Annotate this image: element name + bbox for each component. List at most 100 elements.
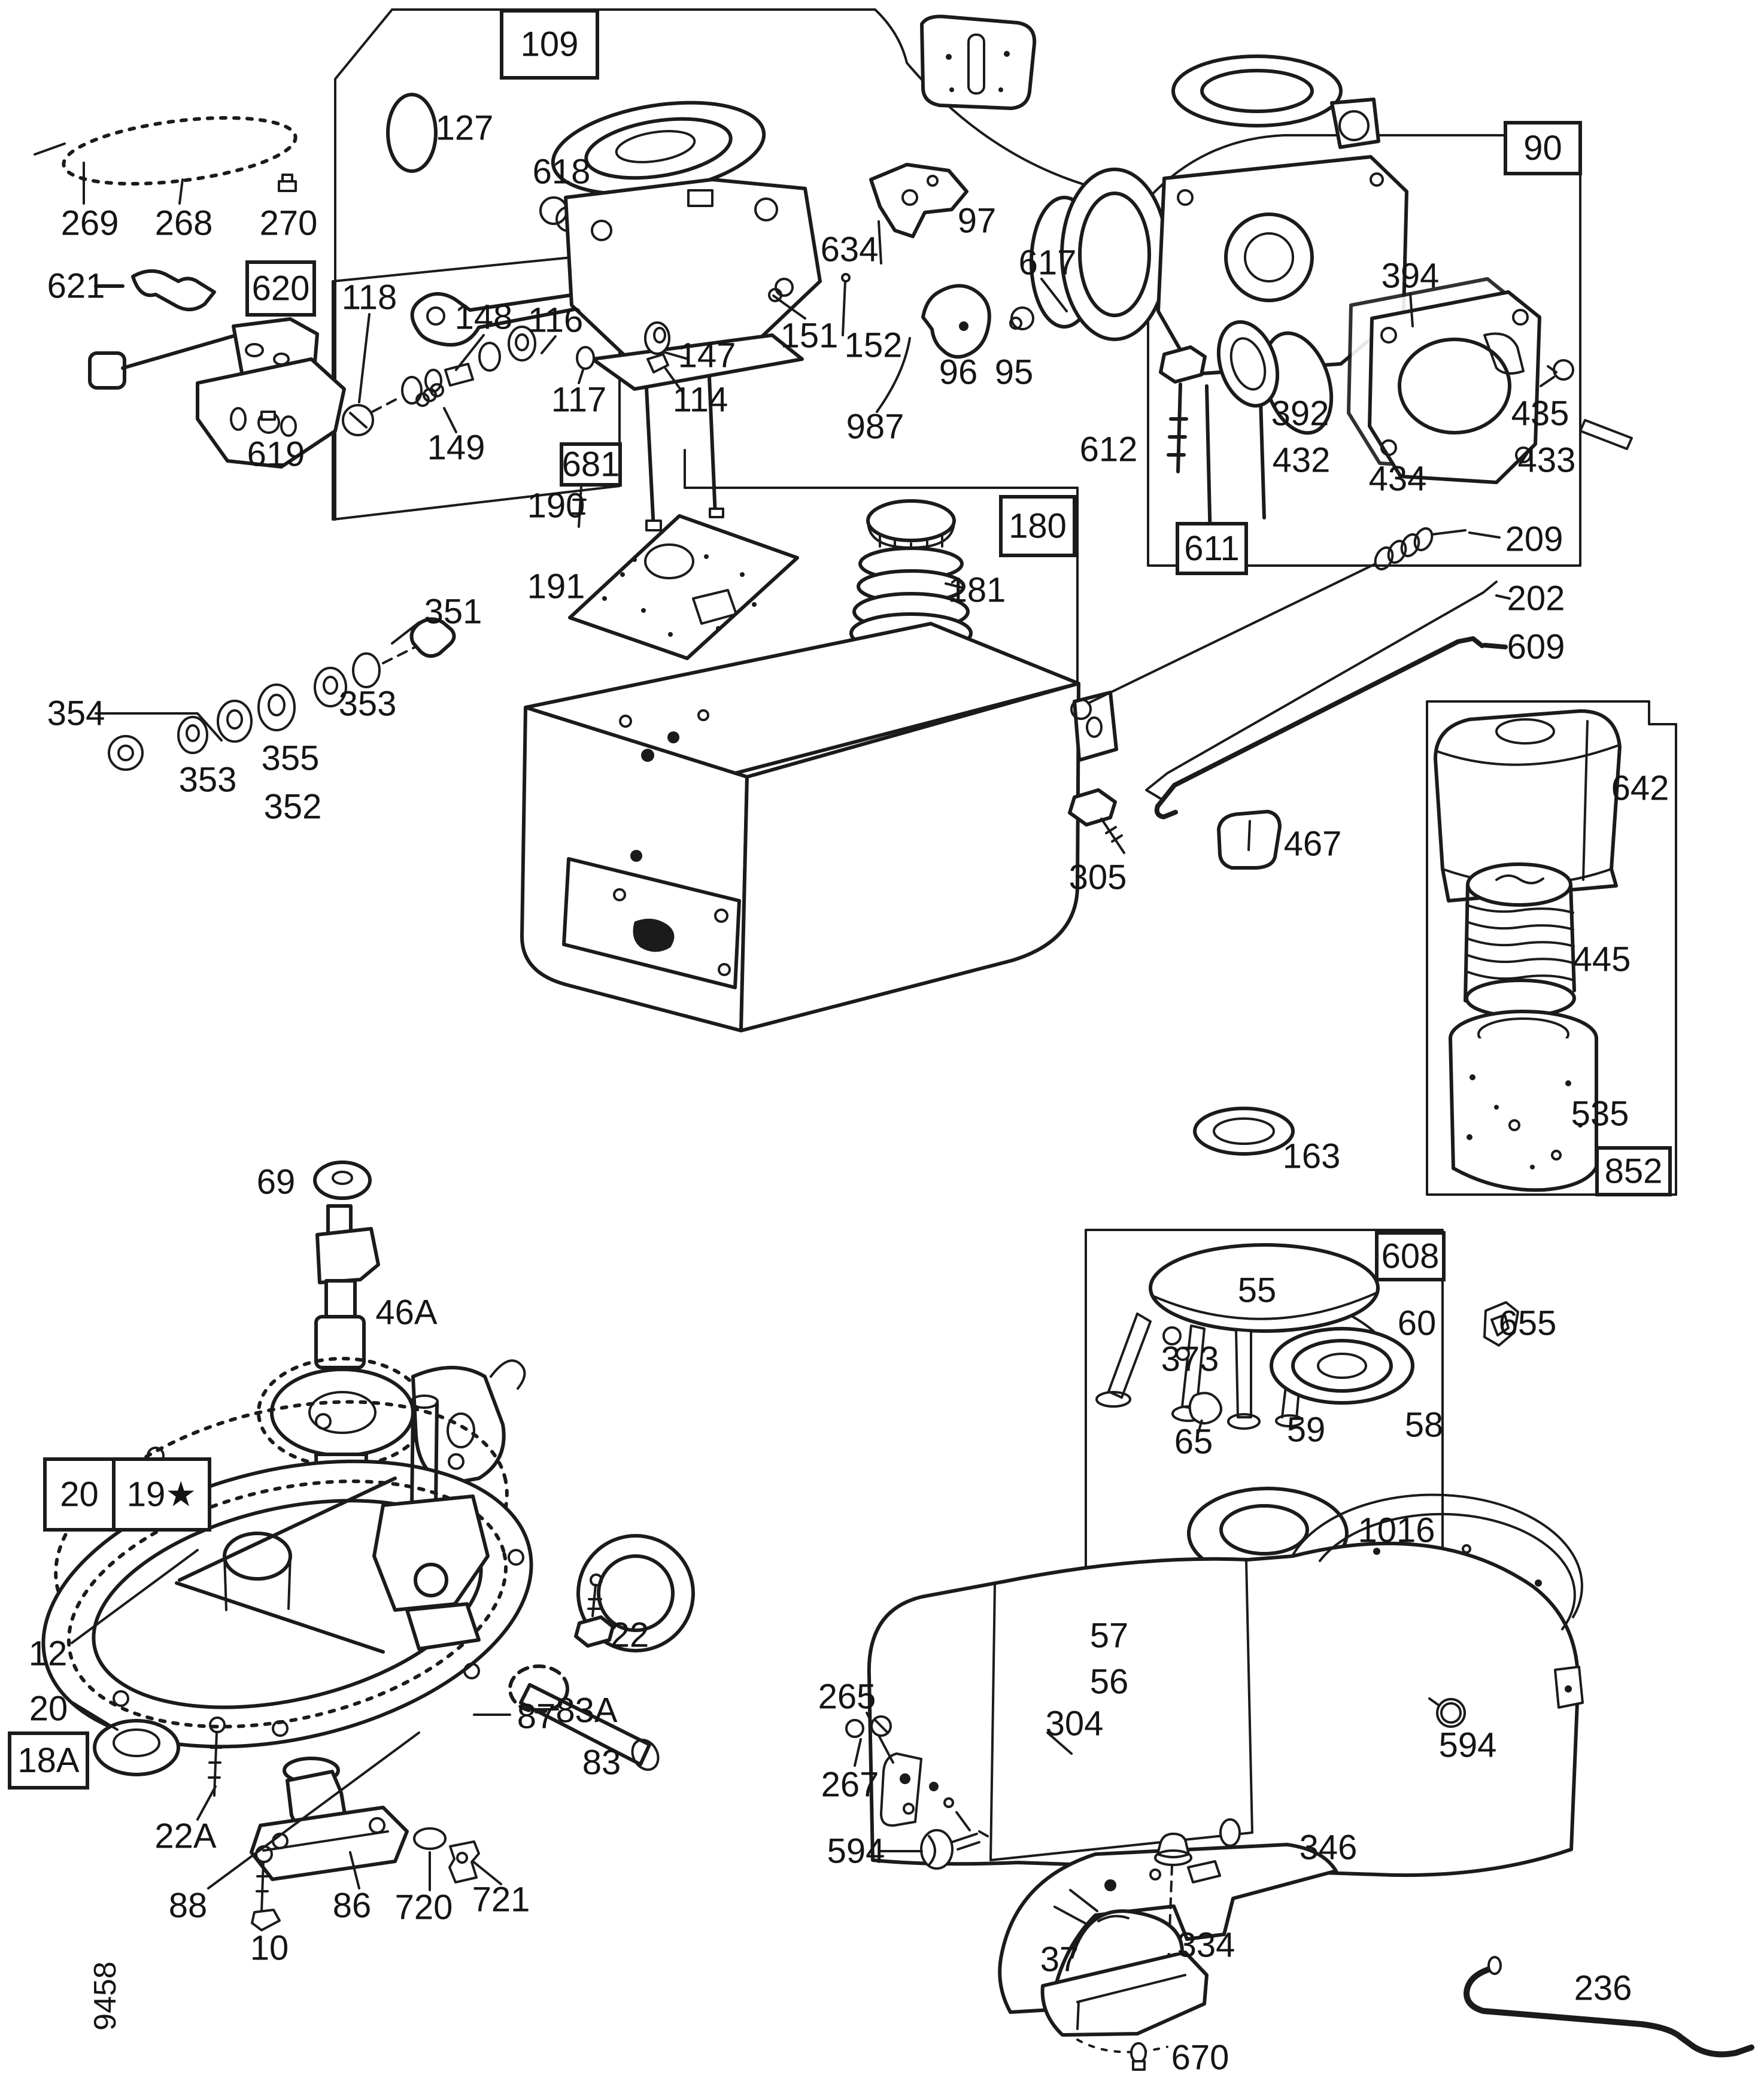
callout-box-611 (1176, 522, 1248, 575)
inlet-needle-681 (342, 313, 690, 436)
part-label-190: 190 (527, 487, 585, 525)
cap-467 (1217, 810, 1282, 870)
part-label-353: 353 (179, 761, 237, 800)
part-label-148: 148 (455, 298, 513, 337)
muffler-group (1040, 1833, 1754, 2071)
part-label-83: 83 (582, 1743, 621, 1782)
part-label-351: 351 (424, 593, 482, 631)
part-label-58: 58 (1405, 1406, 1444, 1445)
fuel-cap-181 (849, 499, 973, 654)
fuel-tank-group (520, 445, 1511, 1032)
part-label-594: 594 (1439, 1726, 1497, 1765)
part-label-535: 535 (1571, 1095, 1629, 1134)
part-label-609: 609 (1507, 628, 1565, 667)
part-label-434: 434 (1369, 460, 1427, 499)
part-label-265: 265 (818, 1678, 876, 1716)
part-label-56: 56 (1090, 1663, 1129, 1702)
sump-group (41, 621, 1294, 1931)
part-label-83A: 83A (555, 1691, 618, 1730)
part-label-269: 269 (61, 204, 119, 243)
part-label-87: 87 (517, 1697, 556, 1736)
part-label-46A: 46A (375, 1293, 438, 1332)
part-label-612: 612 (1080, 430, 1138, 469)
callout-box-109 (500, 9, 599, 80)
element-535 (1449, 1010, 1598, 1192)
pin-433 (1579, 419, 1633, 450)
part-label-163: 163 (1283, 1137, 1341, 1176)
bolt-612 (1159, 345, 1207, 473)
deflector-670 (1040, 1889, 1209, 2071)
part-label-267: 267 (821, 1766, 879, 1804)
callout-box-label-109: 109 (521, 25, 579, 64)
carb-body (564, 178, 822, 361)
filter-445 (1464, 862, 1576, 1018)
callout-box-18A (8, 1731, 89, 1790)
part-label-594: 594 (827, 1832, 885, 1871)
part-label-352: 352 (264, 788, 322, 827)
control-bracket-620 (88, 269, 346, 469)
part-label-95: 95 (995, 353, 1034, 392)
part-label-670: 670 (1171, 2038, 1229, 2075)
plate-37 (998, 1843, 1338, 2014)
part-label-147: 147 (678, 336, 736, 375)
part-label-655: 655 (1499, 1304, 1557, 1343)
part-label-353: 353 (339, 685, 397, 724)
o-ring-127 (386, 93, 438, 173)
part-label-55: 55 (1238, 1271, 1277, 1310)
oil-fill-86 (250, 1757, 409, 1881)
part-label-59: 59 (1287, 1411, 1326, 1450)
pawl-373 (1162, 1326, 1182, 1345)
clip-65 (1188, 1392, 1222, 1433)
callout-box-label-611: 611 (1184, 529, 1239, 568)
screw-305 (1068, 788, 1125, 854)
shaft-83 (519, 1683, 651, 1766)
part-label-20: 20 (29, 1690, 68, 1728)
callout-box-681 (560, 442, 622, 487)
part-label-37: 37 (1040, 1940, 1079, 1979)
choke-plate (920, 14, 1037, 110)
air-cleaner-group (1193, 709, 1622, 1192)
part-label-304: 304 (1046, 1705, 1104, 1743)
part-label-433: 433 (1518, 441, 1576, 480)
misc-leaders (945, 278, 1414, 1755)
part-label-96: 96 (939, 353, 978, 392)
screw-435 (1540, 359, 1574, 387)
part-label-445: 445 (1573, 940, 1631, 979)
part-label-721: 721 (472, 1880, 530, 1919)
callout-box-label-620: 620 (252, 269, 310, 308)
part-label-57: 57 (1090, 1617, 1129, 1655)
part-label-65: 65 (1174, 1423, 1213, 1462)
part-label-355: 355 (262, 739, 320, 778)
float-96 (921, 284, 991, 359)
part-label-97: 97 (958, 202, 997, 241)
housing-304 (867, 1541, 1580, 1877)
part-label-270: 270 (260, 204, 318, 243)
part-label-392: 392 (1271, 394, 1329, 433)
leader-987 (876, 337, 911, 413)
callout-box-label-19★: 19★ (127, 1475, 197, 1514)
part-label-86: 86 (333, 1886, 372, 1925)
part-label-127: 127 (436, 109, 494, 148)
part-label-22A: 22A (154, 1817, 217, 1856)
bolt-270 (278, 174, 297, 192)
callout-box-90 (1504, 121, 1582, 175)
part-label-617: 617 (1019, 244, 1077, 282)
bolt-594-right (1428, 1697, 1466, 1728)
part-label-236: 236 (1574, 1969, 1632, 2008)
o-ring-720 (413, 1827, 447, 1850)
screw-151 (772, 294, 806, 320)
gasket-12 (54, 1400, 509, 1667)
part-label-634: 634 (821, 230, 879, 269)
part-label-88: 88 (169, 1886, 208, 1925)
figure-code-label: 9458 (88, 1961, 123, 2031)
part-label-191: 191 (527, 567, 585, 606)
governor-links (1070, 527, 1511, 819)
blower-housing-group (845, 1493, 1584, 2014)
callout-box-620 (245, 260, 316, 317)
part-label-202: 202 (1507, 579, 1565, 618)
part-label-152: 152 (845, 326, 903, 365)
clip-655 (1483, 1301, 1519, 1347)
needle-valve-351 (409, 617, 456, 658)
